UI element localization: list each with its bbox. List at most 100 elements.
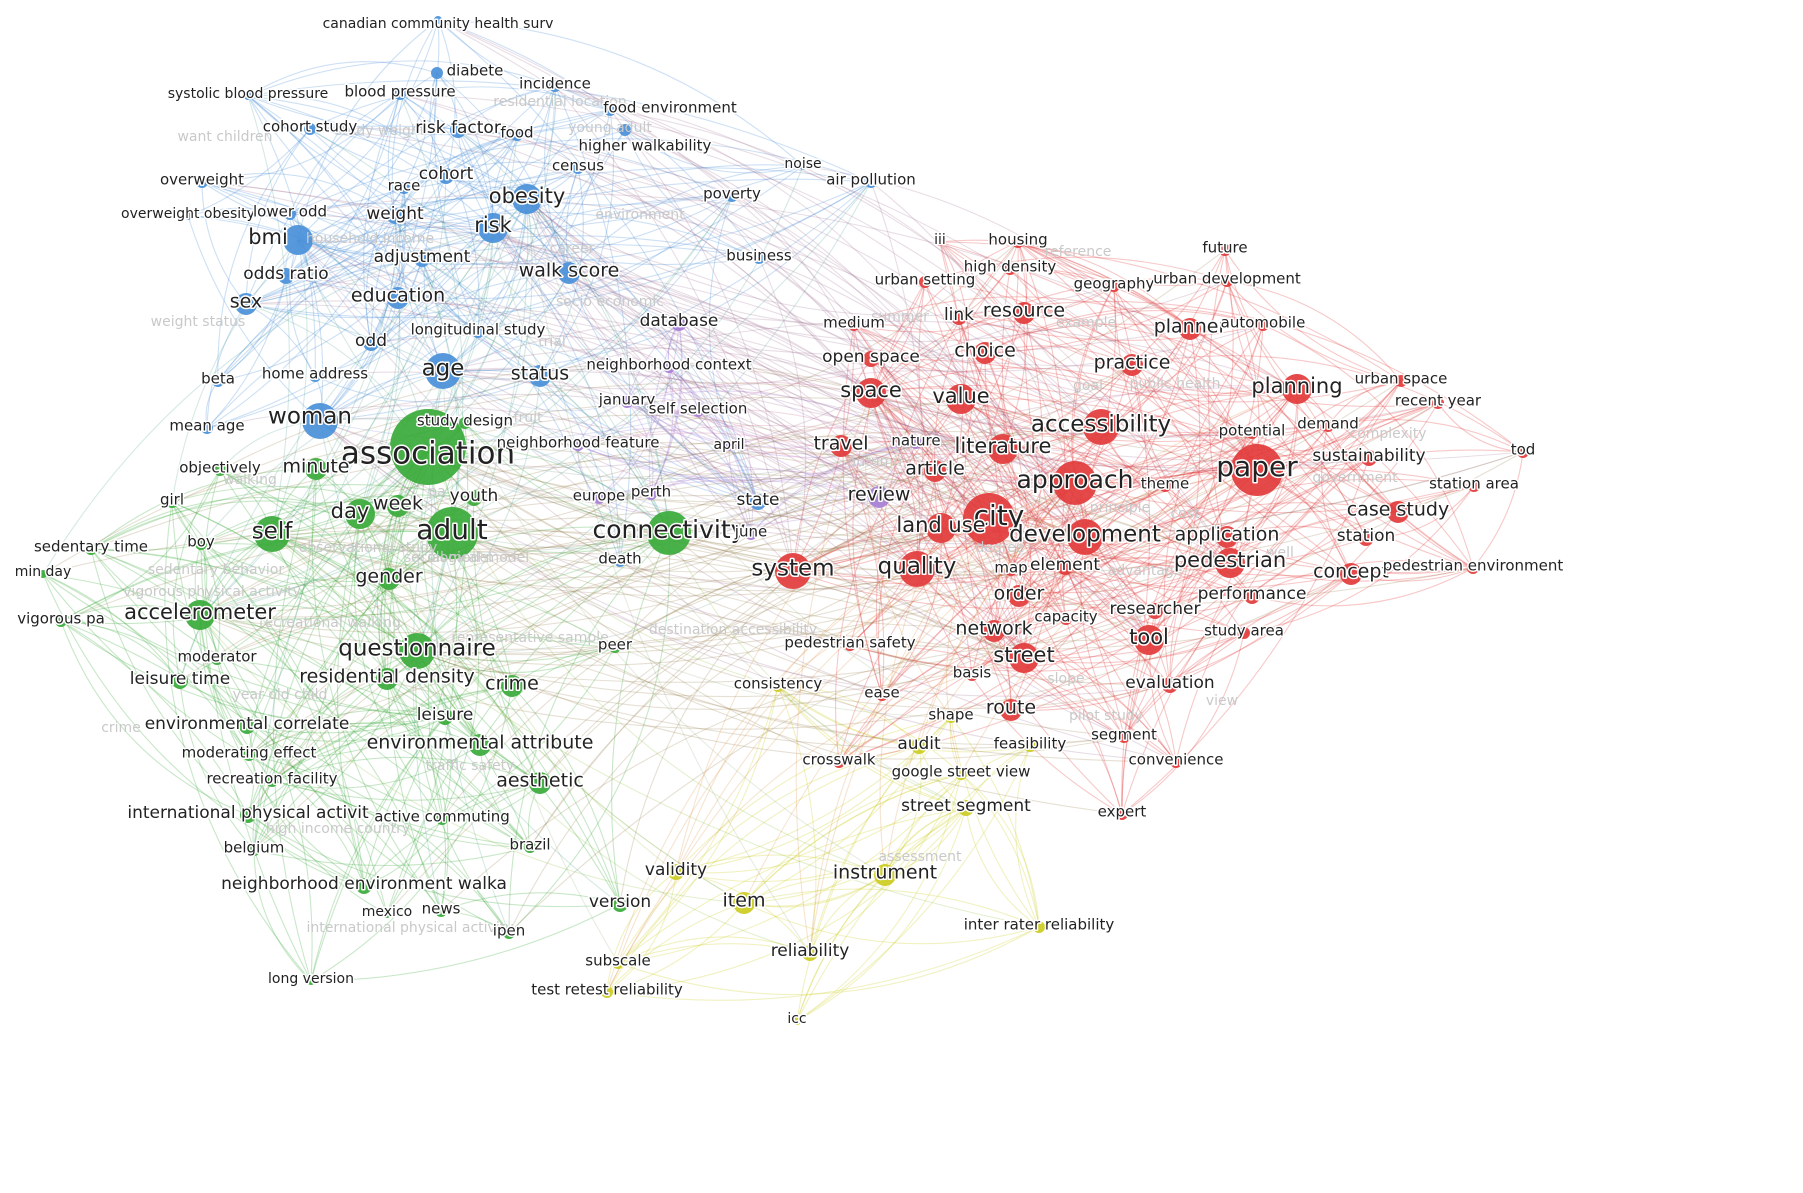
label-quality[interactable]: quality: [876, 552, 958, 581]
node-moderating-effect[interactable]: [243, 749, 255, 761]
label-feasibility[interactable]: feasibility: [992, 733, 1068, 754]
node-environmental-correlate[interactable]: [239, 718, 255, 734]
node-diabete[interactable]: [431, 67, 443, 79]
label-nature[interactable]: nature: [890, 430, 942, 451]
node-capacity[interactable]: [1060, 613, 1072, 625]
node-basis[interactable]: [966, 669, 978, 681]
label-census[interactable]: census: [550, 155, 605, 176]
node-geography[interactable]: [1108, 280, 1120, 292]
node-convenience[interactable]: [1170, 756, 1182, 768]
label-overweight[interactable]: overweight: [158, 169, 245, 190]
node-leisure[interactable]: [437, 709, 453, 725]
node-station-area[interactable]: [1468, 480, 1480, 492]
node-urban-space[interactable]: [1395, 375, 1407, 387]
label-ease[interactable]: ease: [863, 682, 901, 703]
label-adjustment[interactable]: adjustment: [372, 246, 472, 269]
label-crosswalk[interactable]: crosswalk: [801, 749, 878, 770]
label-high-density[interactable]: high density: [962, 256, 1058, 277]
node-recreation-facility[interactable]: [266, 775, 278, 787]
node-cohort-study[interactable]: [304, 123, 316, 135]
label-link[interactable]: link: [942, 304, 975, 327]
node-min-day[interactable]: [39, 570, 47, 578]
node-sedentary-time[interactable]: [85, 543, 97, 555]
label-travel[interactable]: travel: [812, 431, 870, 456]
node-youth[interactable]: [466, 490, 482, 506]
label-woman[interactable]: woman: [267, 402, 354, 431]
label-mexico[interactable]: mexico: [360, 903, 413, 922]
node-europe[interactable]: [593, 492, 605, 504]
node-boy[interactable]: [195, 538, 207, 550]
label-incidence[interactable]: incidence: [518, 73, 593, 94]
label-practice[interactable]: practice: [1092, 350, 1172, 375]
label-home-address[interactable]: home address: [260, 363, 369, 384]
node-crosswalk[interactable]: [833, 756, 845, 768]
node-belgium[interactable]: [248, 844, 260, 856]
node-environmental-attribute[interactable]: [469, 734, 491, 756]
label-january[interactable]: january: [596, 389, 657, 410]
label-accessibility[interactable]: accessibility: [1029, 410, 1172, 439]
label-sedentary-time[interactable]: sedentary time: [32, 536, 149, 557]
label-june[interactable]: june: [732, 521, 768, 542]
label-race[interactable]: race: [386, 175, 422, 196]
node-noise[interactable]: [799, 162, 807, 170]
node-google-street-view[interactable]: [955, 768, 967, 780]
label-review[interactable]: review: [846, 482, 912, 507]
label-overweight-obesity[interactable]: overweight obesity: [120, 205, 257, 224]
label-open-space[interactable]: open space: [821, 346, 922, 369]
node-space[interactable]: [856, 378, 886, 408]
node-blood-pressure[interactable]: [394, 88, 406, 100]
node-tod[interactable]: [1517, 446, 1529, 458]
node-case-study[interactable]: [1387, 501, 1409, 523]
label-station-area[interactable]: station area: [1428, 473, 1521, 494]
node-ipen[interactable]: [503, 927, 515, 939]
node-home-address[interactable]: [309, 370, 321, 382]
label-iii[interactable]: iii: [933, 231, 948, 250]
label-study-design[interactable]: study design: [415, 410, 514, 431]
label-evaluation[interactable]: evaluation: [1124, 672, 1216, 695]
node-map[interactable]: [1005, 564, 1017, 576]
node-leisure-time[interactable]: [172, 673, 188, 689]
node-food-environment[interactable]: [604, 104, 616, 116]
node-january[interactable]: [621, 396, 633, 408]
node-adult[interactable]: [426, 507, 478, 559]
node-overweight[interactable]: [196, 176, 208, 188]
node-systolic-blood-pressure[interactable]: [244, 92, 252, 100]
label-space[interactable]: space: [839, 377, 904, 404]
label-system[interactable]: system: [750, 554, 836, 583]
node-evaluation[interactable]: [1162, 677, 1178, 693]
label-housing[interactable]: housing: [987, 229, 1049, 250]
label-cohort[interactable]: cohort: [417, 163, 475, 186]
node-sustainability[interactable]: [1361, 450, 1377, 466]
node-odds-ratio[interactable]: [278, 268, 294, 284]
label-mean-age[interactable]: mean age: [168, 415, 246, 436]
label-risk[interactable]: risk: [473, 212, 514, 239]
node-review[interactable]: [868, 486, 890, 508]
label-google-street-view[interactable]: google street view: [890, 761, 1032, 782]
node-aesthetic[interactable]: [529, 772, 551, 794]
label-environmental-attribute[interactable]: environmental attribute: [365, 730, 595, 755]
label-paper[interactable]: paper: [1215, 449, 1300, 485]
node-urban-setting[interactable]: [919, 276, 931, 288]
node-association[interactable]: [390, 409, 466, 485]
label-business[interactable]: business: [725, 245, 794, 266]
node-race[interactable]: [398, 182, 410, 194]
node-subscale[interactable]: [612, 957, 624, 969]
node-vigorous-pa[interactable]: [55, 615, 67, 627]
label-odd[interactable]: odd: [354, 330, 389, 353]
label-planner[interactable]: planner: [1152, 314, 1228, 339]
label-lower-odd[interactable]: lower odd: [252, 201, 329, 222]
node-tool[interactable]: [1134, 625, 1164, 655]
node-business[interactable]: [753, 252, 765, 264]
node-air-pollution[interactable]: [865, 176, 877, 188]
node-peer[interactable]: [609, 641, 621, 653]
label-tool[interactable]: tool: [1128, 624, 1171, 651]
label-adult[interactable]: adult: [415, 512, 489, 548]
label-noise[interactable]: noise: [783, 155, 823, 174]
node-self-selection[interactable]: [692, 405, 704, 417]
label-canadian-community-health-surv[interactable]: canadian community health surv: [321, 15, 555, 34]
label-test-retest-reliability[interactable]: test retest reliability: [530, 979, 685, 1000]
label-girl[interactable]: girl: [158, 489, 185, 510]
label-shape[interactable]: shape: [927, 704, 975, 725]
node-weight[interactable]: [387, 208, 403, 224]
node-inter-rater-reliability[interactable]: [1033, 921, 1045, 933]
